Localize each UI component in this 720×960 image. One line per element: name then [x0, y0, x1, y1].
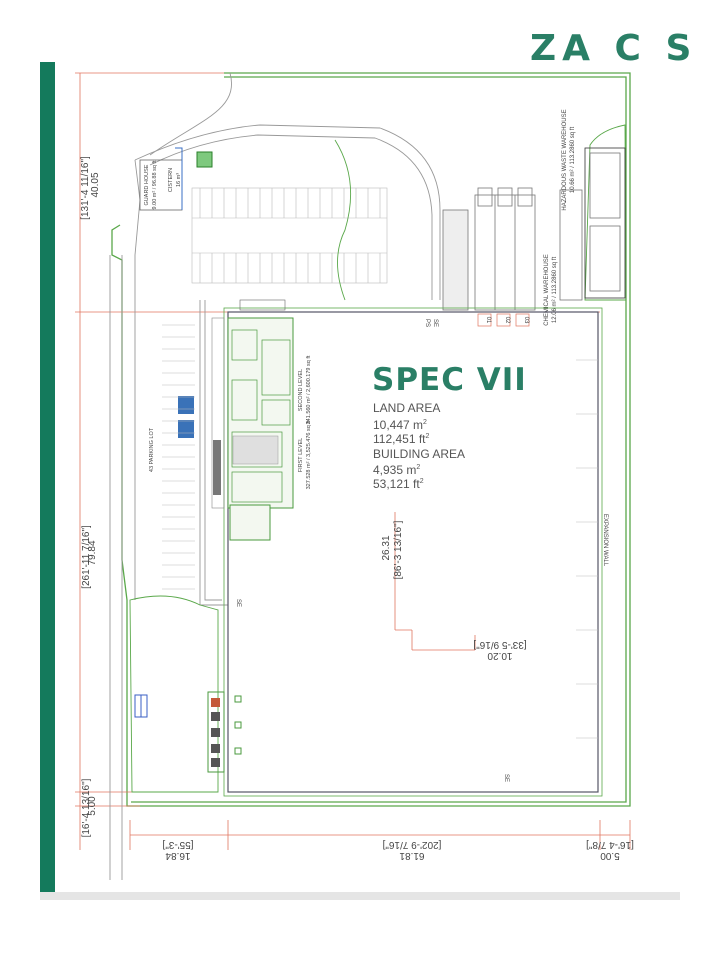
dim-bottom-2-metric: 61.81: [399, 850, 424, 861]
dim-mid-left-imperial: [261'-11 7/16"]: [81, 525, 92, 589]
dim-bottom-1-metric: 16.84: [165, 850, 190, 861]
dock-02: 02: [504, 317, 510, 324]
cistern-label: CISTERN: [168, 168, 174, 192]
building-area-label: BUILDING AREA: [373, 447, 466, 461]
building-area-m2: 4,935 m2: [373, 463, 421, 477]
chemical-warehouse-label: CHEMICAL WAREHOUSE: [544, 254, 550, 326]
dimension-labels: 40.05 [131'-4 11/16"] 79.84 [261'-11 7/1…: [80, 156, 634, 861]
dim-interior-horizontal-metric: 10.20: [487, 650, 512, 661]
first-level-label: FIRST LEVEL: [298, 438, 304, 472]
land-area-label: LAND AREA: [373, 401, 441, 415]
se-label-left: SE: [235, 599, 241, 607]
dim-mid-left-metric: 79.84: [87, 540, 98, 565]
dim-top-left-metric: 40.05: [90, 172, 101, 197]
ps-label: PS: [424, 319, 430, 327]
guard-house: [139, 147, 213, 211]
hazardous-warehouse-label: HAZARDOUS WASTE WAREHOUSE: [562, 109, 568, 210]
project-title: SPEC VII: [372, 362, 527, 398]
dim-bottom-3-imperial: [16'-4 7/8"]: [586, 839, 634, 850]
site-boundary: [111, 72, 631, 807]
office-block: [178, 299, 294, 541]
left-parking-stalls: [162, 324, 195, 590]
chemical-warehouse-area: 12.06 m² / 113.2860 sq ft: [552, 257, 558, 324]
land-area-ft2: 112,451 ft2: [373, 432, 430, 446]
dim-top-left-imperial: [131'-4 11/16"]: [80, 156, 91, 220]
se-label-bottom: SE: [503, 774, 509, 782]
bottom-band: [40, 892, 680, 900]
top-parking-stalls: [199, 188, 381, 283]
land-area-m2: 10,447 m2: [373, 418, 427, 432]
dock-03: 03: [523, 317, 529, 324]
office-labels: SECOND LEVEL 241.560 m² / 2,600.179 sq f…: [149, 355, 312, 489]
second-level-label: SECOND LEVEL: [298, 369, 304, 411]
dock-01: 01: [485, 317, 491, 324]
parking-lot-label: 43 PARKING LOT: [149, 427, 155, 472]
main-building: [223, 307, 603, 797]
dim-interior-horizontal-imperial: [33'-5 9/16"]: [473, 639, 526, 650]
dim-bottom-2-imperial: [202'-9 7/16"]: [382, 839, 441, 850]
expansion-wall-label: EXPANSION WALL: [602, 514, 608, 567]
truck-yard: [442, 147, 626, 311]
top-parking: [191, 187, 388, 284]
utility-equipment: [134, 691, 242, 773]
hazardous-warehouse-area: 10.66 m² / 113.2860 sq ft: [570, 127, 576, 194]
dim-bottom-3-metric: 5.00: [600, 850, 620, 861]
dock-labels: 01 02 03 PS SE SE SE HAZARDOUS WASTE WAR…: [235, 109, 608, 782]
cistern-area: 16 m³: [176, 173, 182, 187]
second-level-area: 241.560 m² / 2,600.179 sq ft: [306, 355, 312, 424]
dim-interior-metric: 26.31: [381, 535, 392, 560]
building-area-ft2: 53,121 ft2: [373, 477, 424, 491]
first-level-area: 327.528 m² / 3,525.476 sq ft: [306, 420, 312, 489]
guard-house-area: 9.00 m² / 96.88 sq ft: [152, 160, 158, 209]
accent-bar: [40, 62, 55, 892]
dim-bottom-1-imperial: [55'-3"]: [162, 839, 193, 850]
dim-bottom-left-imperial: [16'-4 13/16"]: [81, 778, 92, 837]
access-road: [109, 72, 441, 880]
se-label-top: SE: [432, 319, 438, 327]
dim-bottom-left-metric: 5.00: [87, 796, 98, 816]
header-logo-fragment: ZA C S: [530, 28, 697, 69]
guard-labels: GUARD HOUSE 9.00 m² / 96.88 sq ft CISTER…: [144, 160, 182, 209]
dim-interior-imperial: [86'-3 13/16"]: [393, 520, 404, 579]
guard-house-label: GUARD HOUSE: [144, 164, 150, 205]
